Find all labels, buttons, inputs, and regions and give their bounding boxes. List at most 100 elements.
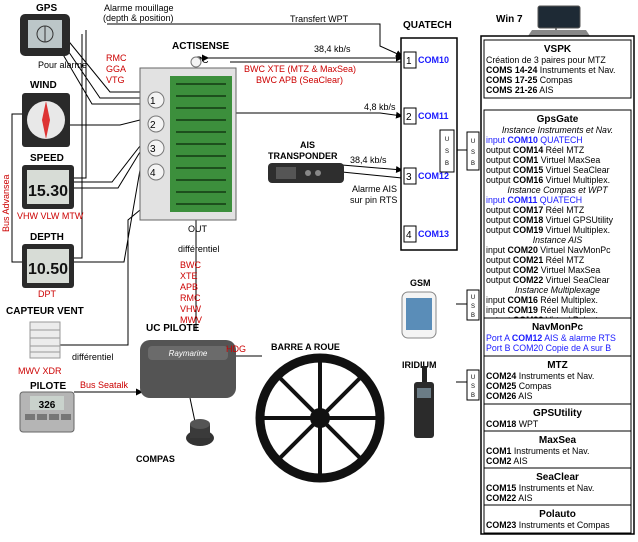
actisense-differentiel-label: différentiel [178, 244, 219, 254]
panel-polauto-title: Polauto [539, 509, 576, 520]
quatech-port-3: 3 [406, 172, 412, 183]
panel-gpsutility-title: GPSUtility [533, 408, 582, 419]
ais-title-2: TRANSPONDER [268, 151, 338, 161]
panel-polauto-line: COM23 Instruments et Compas [486, 520, 610, 530]
quatech-port-2: 2 [406, 112, 412, 123]
wire-ais-com12 [341, 164, 403, 173]
panel-usb-1-b: B [471, 161, 475, 167]
panel-gpsgate-line: output COM22 Virtuel SeaClear [486, 275, 610, 285]
bus-advansea-label: Bus Advansea [1, 174, 11, 232]
wind-instrument [22, 93, 70, 147]
panel-usb-2-s: S [471, 304, 475, 310]
panel-usb-1-s: S [471, 150, 475, 156]
gps-label: GPS [36, 3, 57, 14]
panel-gpsgate-line: Instance AIS [533, 235, 583, 245]
panel-gpsgate-line: output COM21 Réel MTZ [486, 255, 585, 265]
steering-wheel [255, 353, 385, 483]
wheel-spoke [278, 416, 322, 460]
bwc-xte-label: BWC XTE (MTZ & MaxSea) [244, 64, 356, 74]
panel-gpsgate-box [483, 109, 632, 329]
panel-navmonpc-title: NavMonPc [532, 322, 584, 333]
panel-gpsgate-line: input COM16 Réel Multiplex. [486, 295, 598, 305]
win7-label: Win 7 [496, 14, 523, 25]
wire-ais-rts [341, 171, 403, 179]
wire-speed-2 [74, 151, 141, 189]
barre-label: BARRE A ROUE [271, 342, 340, 352]
speed-sentences: VHW VLW MTW [17, 211, 84, 221]
bwc-apb-label: BWC APB (SeaClear) [256, 75, 343, 85]
differentiel-left-label: différentiel [72, 352, 113, 362]
mwv-xdr-label: MWV XDR [18, 366, 62, 376]
panel-gpsgate-line: output COM14 Réel MTZ [486, 145, 585, 155]
iridium-phone [414, 366, 434, 438]
actisense-port-4: 4 [150, 168, 156, 179]
pour-alarme-label: Pour alarme [38, 60, 87, 70]
panel-usb-2-b: B [471, 313, 475, 319]
quatech-port-4: 4 [406, 230, 412, 241]
panel-polauto-box [483, 504, 632, 534]
uc-pilote-brand: Raymarine [169, 349, 208, 358]
gps-sentence-gga: GGA [106, 64, 126, 74]
speed-instrument [22, 165, 74, 209]
panel-usb-3-s: S [471, 384, 475, 390]
panel-usb-2-u: U [471, 295, 475, 301]
pc-label: PC [196, 55, 209, 65]
depth-display: 10.50 [28, 261, 68, 278]
panel-maxsea-title: MaxSea [539, 435, 577, 446]
panel-navmonpc-box [483, 317, 632, 357]
alarm-label-2: (depth & position) [103, 13, 174, 23]
panel-gpsgate-title: GpsGate [537, 114, 579, 125]
bus-seatalk-label: Bus Seatalk [80, 380, 129, 390]
wire-speed-1 [74, 145, 141, 183]
bus-advansea-line [11, 113, 22, 263]
gps-sentence-vtg: VTG [106, 75, 125, 85]
panel-mtz-line: COM25 Compas [486, 381, 552, 391]
transfert-wpt-label: Transfert WPT [290, 14, 349, 24]
gsm-label: GSM [410, 278, 431, 288]
baud-38-top: 38,4 kb/s [314, 44, 351, 54]
ais-baud: 38,4 kb/s [350, 155, 387, 165]
speed-label: SPEED [30, 153, 64, 164]
panel-gpsgate-line: output COM17 Réel MTZ [486, 205, 585, 215]
dpt-label: DPT [38, 289, 57, 299]
panel-gpsgate-line: output COM2 Virtuel MaxSea [486, 265, 600, 275]
panel-seaclear-line: COM22 AIS [486, 493, 533, 503]
alarm-label-1: Alarme mouillage [104, 3, 174, 13]
laptop-icon [528, 5, 590, 36]
pilote-display: 326 [39, 400, 56, 411]
wire-gps-1 [65, 37, 140, 93]
quatech-com13: COM13 [418, 229, 449, 239]
wheel-spoke [318, 376, 362, 420]
depth-label: DEPTH [30, 232, 64, 243]
panel-maxsea-line: COM2 AIS [486, 456, 528, 466]
actisense-port-2: 2 [150, 120, 156, 131]
quatech-com12: COM12 [418, 171, 449, 181]
quatech-usb-b: B [445, 161, 449, 167]
actisense-port-3: 3 [150, 144, 156, 155]
capteur-vent-label: CAPTEUR VENT [6, 306, 84, 317]
panel-gpsgate-line: output COM15 Virtuel SeaClear [486, 165, 610, 175]
pilot-control-head [19, 391, 75, 433]
panel-vspk-line: COMS 17-25 Compas [486, 75, 573, 85]
panel-vspk-box [483, 39, 632, 99]
ais-title-1: AIS [300, 140, 315, 150]
panel-gpsgate-line: output COM1 Virtuel MaxSea [486, 155, 600, 165]
iridium-label: IRIDIUM [402, 360, 437, 370]
wheel-spoke [318, 416, 362, 460]
wire-depth [74, 169, 141, 263]
gsm-phone [401, 291, 437, 339]
wire-alarm-speed [74, 30, 87, 179]
panel-gpsgate-line: output COM19 Virtuel Multiplex. [486, 225, 610, 235]
compass-sensor [186, 419, 214, 446]
wind-sensor [29, 321, 61, 359]
panel-gpsgate-line: output COM16 Virtuel Multiplex. [486, 175, 610, 185]
actisense-port-1: 1 [150, 96, 156, 107]
panel-gpsgate-line: input COM10 QUATECH [486, 135, 583, 145]
panel-mtz-box [483, 355, 632, 405]
panel-navmonpc-line: Port A COM12 AIS & alarme RTS [486, 333, 616, 343]
gps-sentence-rmc: RMC [106, 53, 127, 63]
panel-gpsutility-box [483, 403, 632, 433]
